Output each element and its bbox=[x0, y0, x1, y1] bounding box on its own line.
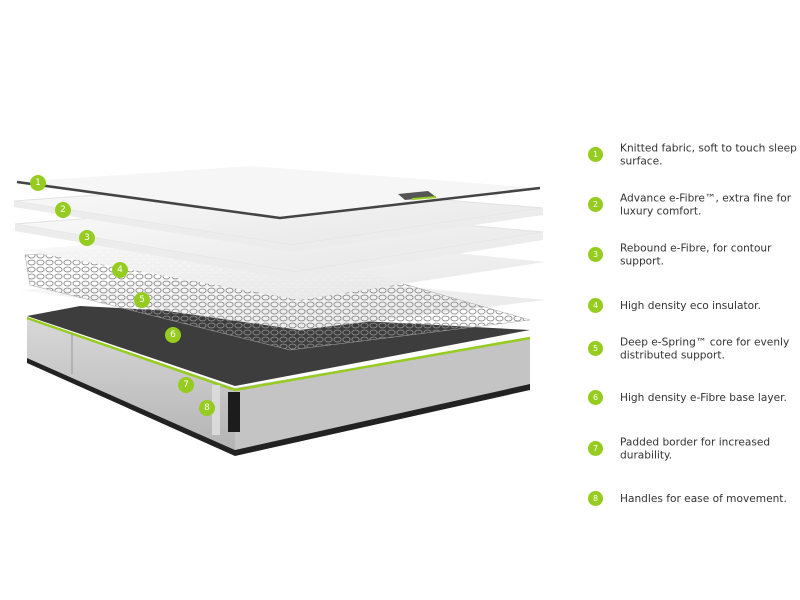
callout-badge-1: 1 bbox=[30, 175, 46, 191]
legend-badge: 2 bbox=[588, 197, 603, 212]
legend-item: 2 Advance e-Fibre™, extra fine for luxury… bbox=[588, 190, 798, 220]
legend-badge: 1 bbox=[588, 147, 603, 162]
callout-badge-8: 8 bbox=[199, 400, 215, 416]
legend-item: 8 Handles for ease of movement. bbox=[588, 484, 798, 514]
legend-text: Deep e-Spring™ core for evenly distribut… bbox=[620, 336, 790, 362]
legend-badge: 7 bbox=[588, 441, 603, 456]
legend-item: 7 Padded border for increased durability. bbox=[588, 434, 798, 464]
legend-item: 1 Knitted fabric, soft to touch sleep sur… bbox=[588, 140, 798, 170]
legend-item: 6 High density e-Fibre base layer. bbox=[588, 383, 798, 413]
callout-badge-2: 2 bbox=[55, 202, 71, 218]
callout-badge-5: 5 bbox=[134, 292, 150, 308]
legend-badge: 6 bbox=[588, 390, 603, 405]
legend-text: High density eco insulator. bbox=[620, 299, 761, 312]
legend-badge: 3 bbox=[588, 247, 603, 262]
legend-text: Handles for ease of movement. bbox=[620, 492, 787, 505]
legend-item: 5 Deep e-Spring™ core for evenly distribu… bbox=[588, 334, 798, 364]
legend-badge: 4 bbox=[588, 298, 603, 313]
callout-badge-3: 3 bbox=[79, 230, 95, 246]
legend-item: 3 Rebound e-Fibre, for contour support. bbox=[588, 240, 798, 270]
label-tag bbox=[228, 392, 240, 432]
callout-badge-7: 7 bbox=[178, 377, 194, 393]
legend-text: Padded border for increased durability. bbox=[620, 436, 771, 462]
mattress-exploded-illustration bbox=[13, 166, 545, 456]
legend-badge: 8 bbox=[588, 491, 603, 506]
legend-badge: 5 bbox=[588, 341, 603, 356]
legend-text: Rebound e-Fibre, for contour support. bbox=[620, 242, 772, 268]
layer-knitted-top bbox=[16, 166, 541, 220]
callout-badge-4: 4 bbox=[112, 262, 128, 278]
legend-text: High density e-Fibre base layer. bbox=[620, 391, 787, 404]
legend-item: 4 High density eco insulator. bbox=[588, 291, 798, 321]
legend-text: Knitted fabric, soft to touch sleep surf… bbox=[620, 142, 797, 168]
legend-text: Advance e-Fibre™, extra fine for luxury … bbox=[620, 192, 792, 218]
callout-badge-6: 6 bbox=[165, 327, 181, 343]
